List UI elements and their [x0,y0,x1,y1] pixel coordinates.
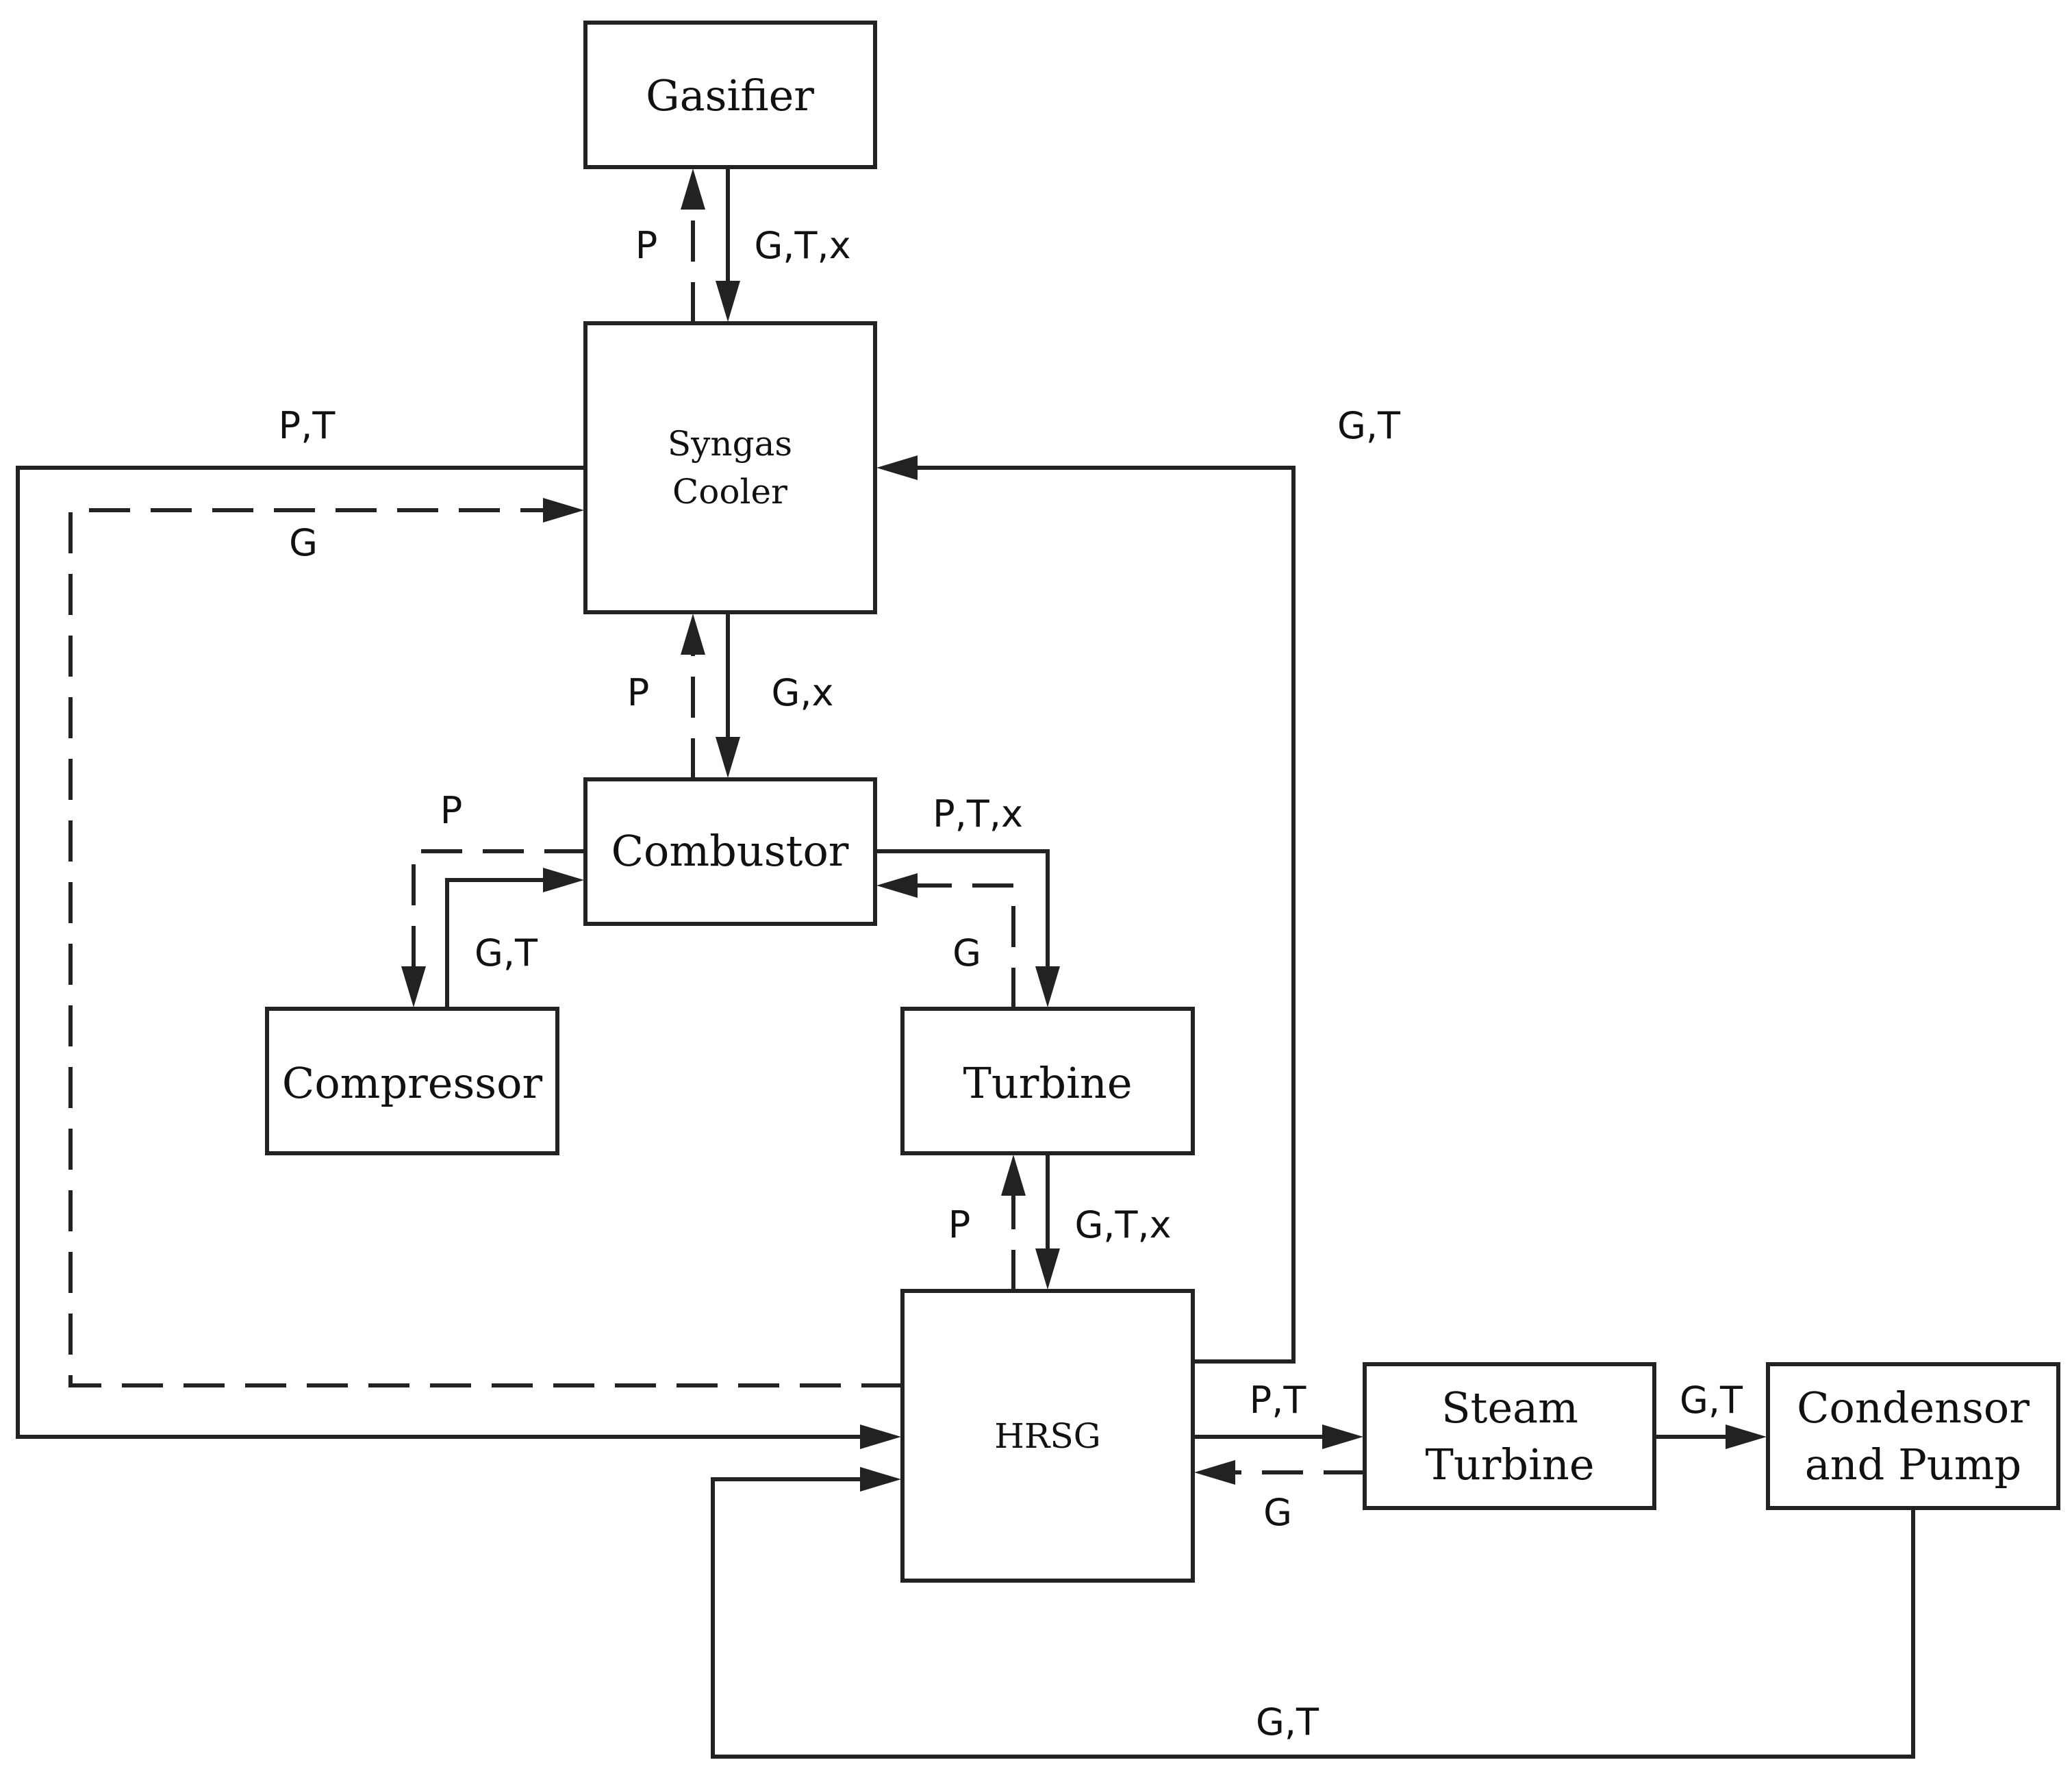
steam-turbine-block: Steam Turbine [1363,1362,1656,1510]
label-hrsg-steam-pt: P,T [1250,1379,1307,1422]
arrow-compressor-to-combustor-gt [445,868,584,1009]
label-turbine-gtx: G,T,x [1074,1203,1171,1246]
arrow-turbine-to-combustor-g [876,873,1015,1009]
label-gasifier-p: P [635,224,658,267]
arrow-turbine-to-hrsg-gtx [1035,1153,1060,1290]
label-steam-hrsg-g: G [1263,1491,1292,1534]
arrow-hrsg-to-cooler-gt [876,455,1296,1364]
arrow-cooler-to-gasifier-p [681,168,705,323]
arrow-hrsg-to-cooler-g [68,498,902,1387]
arrow-gasifier-to-cooler-gtx [716,167,740,322]
label-compressor-p: P [440,789,463,832]
turbine-label: Turbine [963,1058,1132,1108]
arrow-combustor-to-turbine-ptx [875,849,1060,1007]
arrow-cooler-to-hrsg-pt [16,466,901,1449]
arrow-combustor-to-compressor-p [401,849,585,1007]
syngas-cooler-block: Syngas Cooler [583,321,877,614]
label-steam-condensor-gt: G,T [1680,1379,1743,1422]
label-combustor-p: P [627,671,650,714]
compressor-block: Compressor [265,1007,559,1155]
label-combustor-gx: G,x [772,671,834,714]
condensor-label-line2: and Pump [1805,1440,2021,1490]
combustor-block: Combustor [583,777,877,926]
label-compressor-gt: G,T [475,931,538,975]
label-turbine-p: P [948,1203,971,1246]
label-condensor-hrsg-gt: G,T [1256,1700,1319,1744]
turbine-block: Turbine [900,1007,1195,1155]
arrow-cooler-to-combustor-gx [716,612,740,778]
label-hrsg-cooler-gt: G,T [1337,404,1401,447]
syngas-cooler-label-line1: Syngas [668,424,792,464]
compressor-label: Compressor [282,1058,543,1108]
label-combustor-turbine-ptx: P,T,x [933,792,1023,836]
steam-turbine-label-line1: Steam [1441,1383,1578,1433]
hrsg-label: HRSG [994,1416,1100,1456]
arrow-hrsg-to-turbine-p [1001,1155,1026,1291]
gasifier-block: Gasifier [583,21,877,169]
hrsg-block: HRSG [900,1289,1195,1583]
label-turbine-combustor-g: G [952,931,981,975]
syngas-cooler-label-line2: Cooler [672,472,787,512]
label-cooler-hrsg-pt: P,T [279,404,336,447]
steam-turbine-label-line2: Turbine [1425,1440,1594,1490]
arrow-condensor-to-hrsg-gt [711,1467,1915,1759]
arrow-steam-to-condensor-gt [1654,1424,1767,1449]
combustor-label: Combustor [611,826,849,876]
label-hrsg-cooler-g: G [289,521,318,564]
arrow-steam-to-hrsg-g [1194,1460,1365,1485]
condensor-pump-block: Condensor and Pump [1766,1362,2060,1510]
arrow-hrsg-to-steam-pt [1193,1424,1363,1449]
condensor-label-line1: Condensor [1797,1383,2030,1433]
gasifier-label: Gasifier [646,71,814,121]
label-gasifier-gtx: G,T,x [754,224,850,267]
arrow-combustor-to-cooler-p [681,614,705,779]
